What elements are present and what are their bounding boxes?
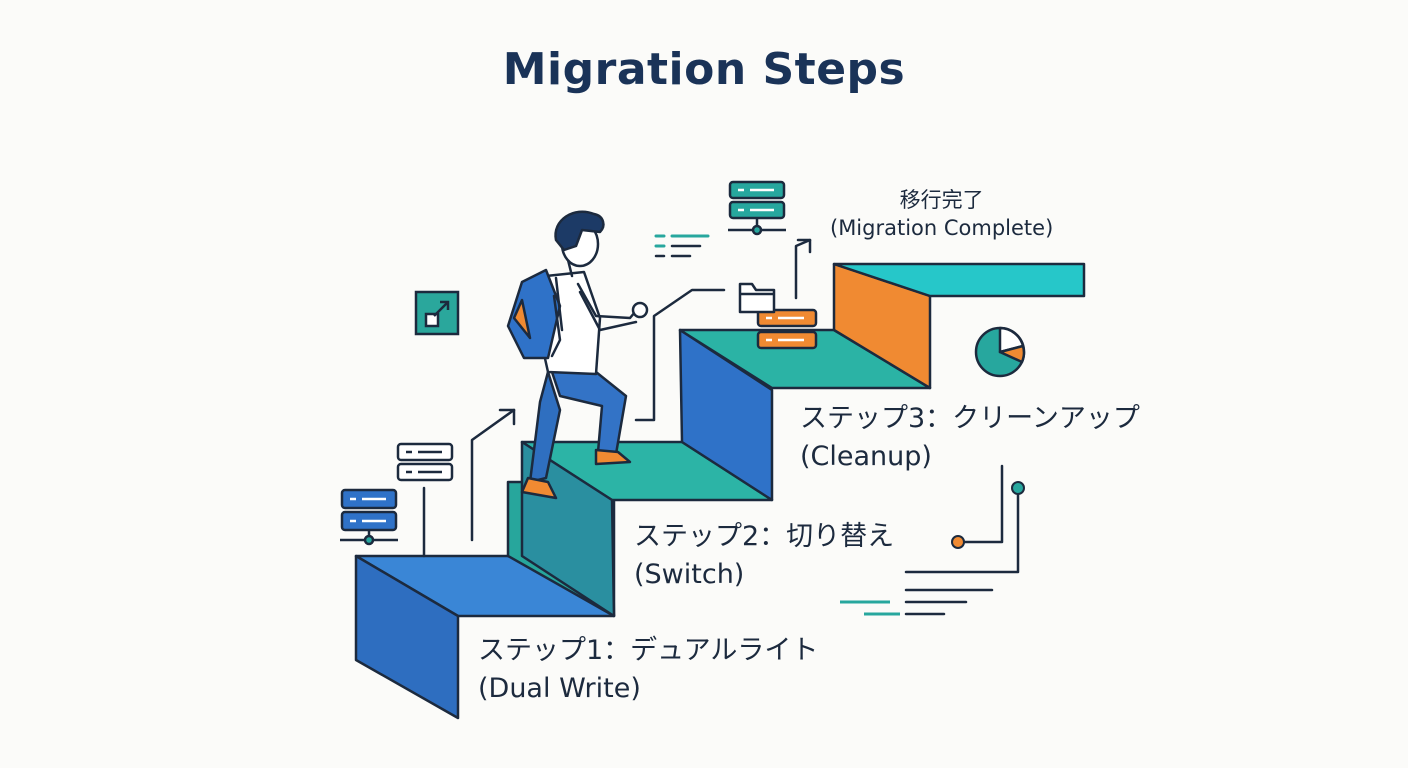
step-3-label: ステップ3：クリーンアップ (Cleanup) [800, 400, 1140, 476]
folder-icon [738, 282, 776, 314]
server-icon [340, 488, 398, 546]
step-1-label: ステップ1：デュアルライト (Dual Write) [478, 632, 818, 708]
node-dot [1011, 481, 1025, 495]
connector-line [958, 464, 1004, 544]
migration-complete-jp: 移行完了 [899, 188, 984, 212]
step-2-en: (Switch) [634, 559, 745, 590]
node-dot [951, 535, 965, 549]
arrow-up-icon [794, 238, 812, 300]
page-title: Migration Steps [502, 44, 906, 95]
step-1-jp: ステップ1：デュアルライト [478, 635, 819, 666]
step-1-en: (Dual Write) [478, 673, 641, 704]
migration-complete-label: 移行完了 (Migration Complete) [830, 186, 1053, 242]
step-2-jp: ステップ2：切り替え [634, 521, 895, 552]
arrow-head [796, 238, 812, 254]
migration-complete-en: (Migration Complete) [830, 216, 1054, 240]
step-3-block [678, 328, 932, 502]
arrow-up-icon [470, 408, 516, 542]
connector-line [904, 490, 1020, 574]
connector-line [634, 288, 726, 422]
pie-chart-icon [974, 326, 1026, 378]
server-icon [728, 180, 786, 236]
step-3-jp: ステップ3：クリーンアップ [800, 403, 1140, 434]
step-2-label: ステップ2：切り替え (Switch) [634, 518, 894, 594]
step-3-en: (Cleanup) [800, 441, 932, 472]
top-landing-block [832, 262, 1086, 390]
server-icon [396, 442, 454, 482]
export-icon [414, 290, 460, 336]
arrow-head [498, 408, 516, 426]
server-icon [756, 308, 818, 350]
person-climbing-icon [506, 210, 649, 500]
